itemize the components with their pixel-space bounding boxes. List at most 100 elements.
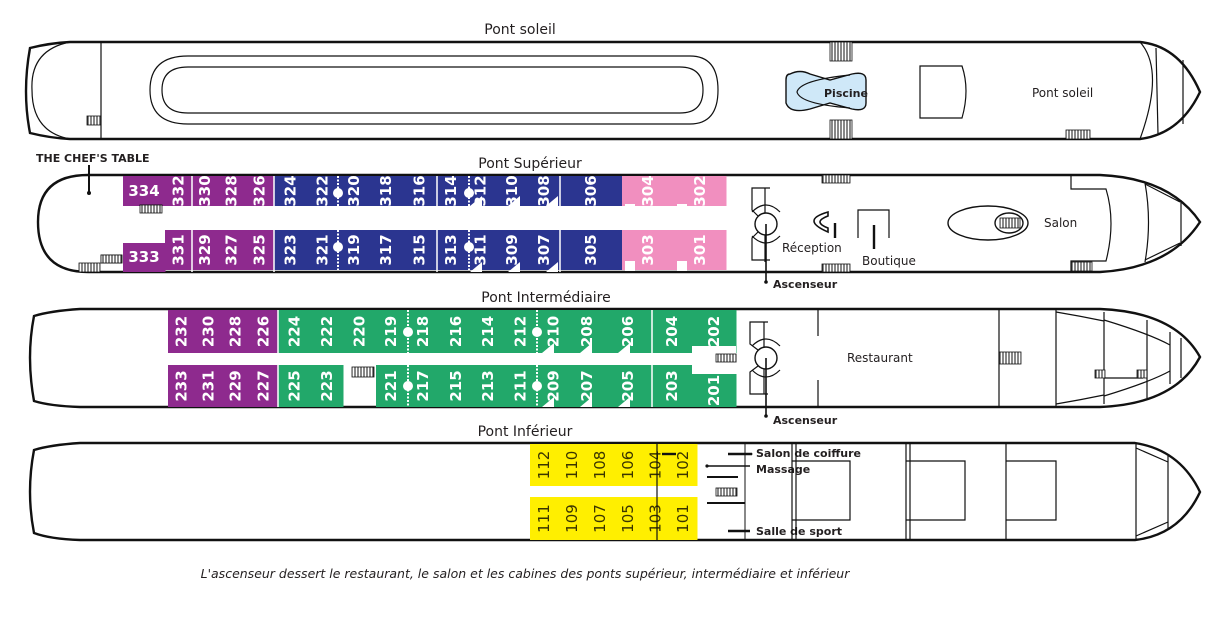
cabin-number: 304 — [639, 175, 657, 206]
cabin-212[interactable]: 212 — [504, 310, 538, 353]
cabin-309[interactable]: 309 — [496, 230, 529, 270]
cabin-229[interactable]: 229 — [222, 365, 250, 407]
cabin-204[interactable]: 204 — [652, 310, 693, 353]
cabin-327[interactable]: 327 — [218, 230, 246, 270]
cabin-block — [168, 365, 196, 407]
cabin-221[interactable]: 221 — [376, 365, 407, 407]
cabin-215[interactable]: 215 — [440, 365, 473, 407]
cabin-306[interactable]: 306 — [560, 175, 623, 207]
cabin-number: 108 — [591, 451, 609, 480]
cabin-230[interactable]: 230 — [195, 310, 223, 353]
stairs-icon — [100, 254, 123, 264]
cabin-111[interactable]: 111 — [530, 497, 559, 540]
cabin-315[interactable]: 315 — [402, 230, 438, 270]
cabin-block — [245, 230, 275, 270]
footnote: L'ascenseur dessert le restaurant, le sa… — [200, 566, 850, 581]
cabin-219[interactable]: 219 — [376, 310, 407, 353]
cabin-226[interactable]: 226 — [249, 310, 279, 353]
cabin-208[interactable]: 208 — [570, 310, 605, 353]
cabin-321[interactable]: 321 — [307, 230, 339, 270]
cabin-225[interactable]: 225 — [278, 365, 312, 407]
cabin-232[interactable]: 232 — [168, 310, 196, 353]
cabin-322[interactable]: 322 — [307, 175, 339, 207]
cabin-107[interactable]: 107 — [586, 497, 615, 540]
cabin-334[interactable]: 334 — [123, 176, 166, 206]
cabin-332[interactable]: 332 — [165, 175, 193, 207]
cabin-block — [376, 365, 407, 407]
cabin-block — [560, 176, 623, 206]
cabin-block — [278, 310, 312, 353]
cabin-205[interactable]: 205 — [604, 365, 653, 407]
cabin-203[interactable]: 203 — [652, 365, 693, 407]
cabin-110[interactable]: 110 — [558, 444, 587, 486]
cabin-328[interactable]: 328 — [218, 175, 246, 207]
cabin-319[interactable]: 319 — [338, 230, 371, 270]
cabin-302[interactable]: 302 — [674, 175, 727, 207]
hot-tub — [919, 65, 967, 119]
stairs-icon — [829, 119, 853, 140]
cabin-318[interactable]: 318 — [370, 175, 403, 207]
cabin-106[interactable]: 106 — [614, 444, 643, 486]
cabin-314[interactable]: 314 — [437, 175, 466, 207]
cabin-313[interactable]: 313 — [437, 230, 466, 270]
cabin-block — [570, 310, 605, 353]
cabin-102[interactable]: 102 — [669, 444, 698, 486]
cabin-324[interactable]: 324 — [274, 175, 308, 207]
cabin-333[interactable]: 333 — [123, 243, 166, 272]
cabin-316[interactable]: 316 — [402, 175, 438, 207]
cabin-block — [530, 444, 559, 486]
cabin-block — [496, 230, 529, 270]
sun-deck-title: Pont soleil — [484, 22, 555, 38]
cabin-317[interactable]: 317 — [370, 230, 403, 270]
cabin-304[interactable]: 304 — [622, 175, 675, 207]
cabin-330[interactable]: 330 — [192, 175, 219, 207]
cabin-310[interactable]: 310 — [496, 175, 529, 207]
cabin-326[interactable]: 326 — [245, 175, 275, 207]
cabin-213[interactable]: 213 — [472, 365, 505, 407]
cabin-320[interactable]: 320 — [338, 175, 371, 207]
cabin-210[interactable]: 210 — [537, 310, 571, 353]
cabin-233[interactable]: 233 — [168, 365, 196, 407]
cabin-305[interactable]: 305 — [560, 230, 623, 270]
cabin-105[interactable]: 105 — [614, 497, 643, 540]
cabin-228[interactable]: 228 — [222, 310, 250, 353]
cabin-323[interactable]: 323 — [274, 230, 308, 270]
cabin-109[interactable]: 109 — [558, 497, 587, 540]
cabin-214[interactable]: 214 — [472, 310, 505, 353]
cabin-number: 112 — [535, 451, 553, 480]
cabin-231[interactable]: 231 — [195, 365, 223, 407]
cabin-206[interactable]: 206 — [604, 310, 653, 353]
cabin-number: 220 — [351, 316, 369, 347]
cabin-number: 202 — [705, 316, 723, 347]
cabin-112[interactable]: 112 — [530, 444, 559, 486]
cabin-block — [249, 365, 279, 407]
cabin-101[interactable]: 101 — [669, 497, 698, 540]
cabin-number: 318 — [377, 175, 395, 206]
cabin-103[interactable]: 103 — [642, 497, 670, 540]
cabin-108[interactable]: 108 — [586, 444, 615, 486]
cabin-222[interactable]: 222 — [311, 310, 344, 353]
cabin-201[interactable]: 201 — [692, 374, 737, 407]
cabin-227[interactable]: 227 — [249, 365, 279, 407]
cabin-325[interactable]: 325 — [245, 230, 275, 270]
cabin-202[interactable]: 202 — [692, 310, 737, 353]
cabin-223[interactable]: 223 — [311, 365, 344, 407]
chefs-table-label: THE CHEF'S TABLE — [36, 152, 150, 165]
cabin-207[interactable]: 207 — [570, 365, 605, 407]
cabin-224[interactable]: 224 — [278, 310, 312, 353]
balcony-icon — [580, 397, 592, 407]
cabin-220[interactable]: 220 — [343, 310, 377, 353]
cabin-number: 326 — [251, 175, 269, 206]
cabin-216[interactable]: 216 — [440, 310, 473, 353]
cabin-block — [472, 310, 505, 353]
cabin-329[interactable]: 329 — [192, 230, 219, 270]
boutique-label: Boutique — [862, 254, 916, 268]
cabin-331[interactable]: 331 — [165, 230, 193, 270]
cabin-211[interactable]: 211 — [504, 365, 538, 407]
cabin-number: 109 — [563, 504, 581, 533]
cabin-number: 230 — [200, 316, 218, 347]
cabin-104[interactable]: 104 — [642, 444, 670, 486]
cabin-307[interactable]: 307 — [528, 230, 561, 270]
cabin-block — [437, 176, 466, 206]
